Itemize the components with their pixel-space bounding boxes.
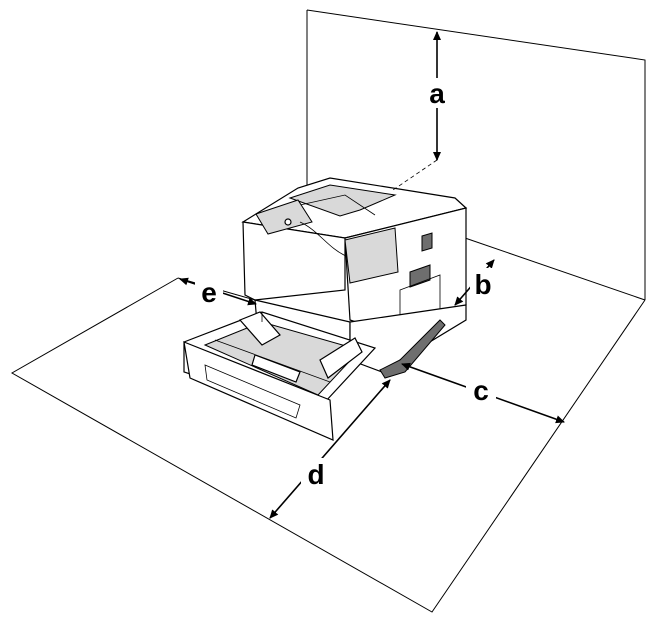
side-handle bbox=[409, 264, 431, 288]
control-panel bbox=[255, 199, 313, 235]
label-e-bg bbox=[195, 278, 223, 306]
floor-outline bbox=[10, 277, 646, 613]
label-b-bg bbox=[470, 268, 496, 300]
a-dashed-guide bbox=[392, 159, 438, 191]
front-cover-curve bbox=[299, 221, 347, 257]
printer bbox=[183, 177, 468, 441]
label-b: b bbox=[474, 269, 491, 300]
side-vent bbox=[421, 232, 433, 252]
back-wall bbox=[306, 9, 646, 300]
label-a: a bbox=[429, 78, 445, 109]
label-d-bg bbox=[301, 458, 331, 490]
paper-guide-left bbox=[238, 311, 281, 346]
dimension-labels: a b c d e bbox=[195, 78, 496, 490]
label-c: c bbox=[473, 375, 489, 406]
wall-floor-seam bbox=[464, 237, 646, 301]
side-corner-panel bbox=[344, 227, 399, 284]
label-d: d bbox=[307, 459, 324, 490]
output-tray-recess bbox=[288, 184, 397, 217]
paper-guide-right bbox=[319, 337, 363, 379]
label-c-bg bbox=[466, 376, 496, 404]
output-tray-edge bbox=[299, 194, 376, 216]
cassette-unit-base bbox=[379, 319, 446, 379]
label-e: e bbox=[201, 277, 217, 308]
control-button bbox=[284, 218, 292, 226]
dimension-d-arrow bbox=[269, 379, 391, 519]
label-a-bg bbox=[424, 78, 450, 108]
cassette-inner-rail bbox=[214, 339, 331, 383]
room-outline bbox=[10, 9, 646, 613]
